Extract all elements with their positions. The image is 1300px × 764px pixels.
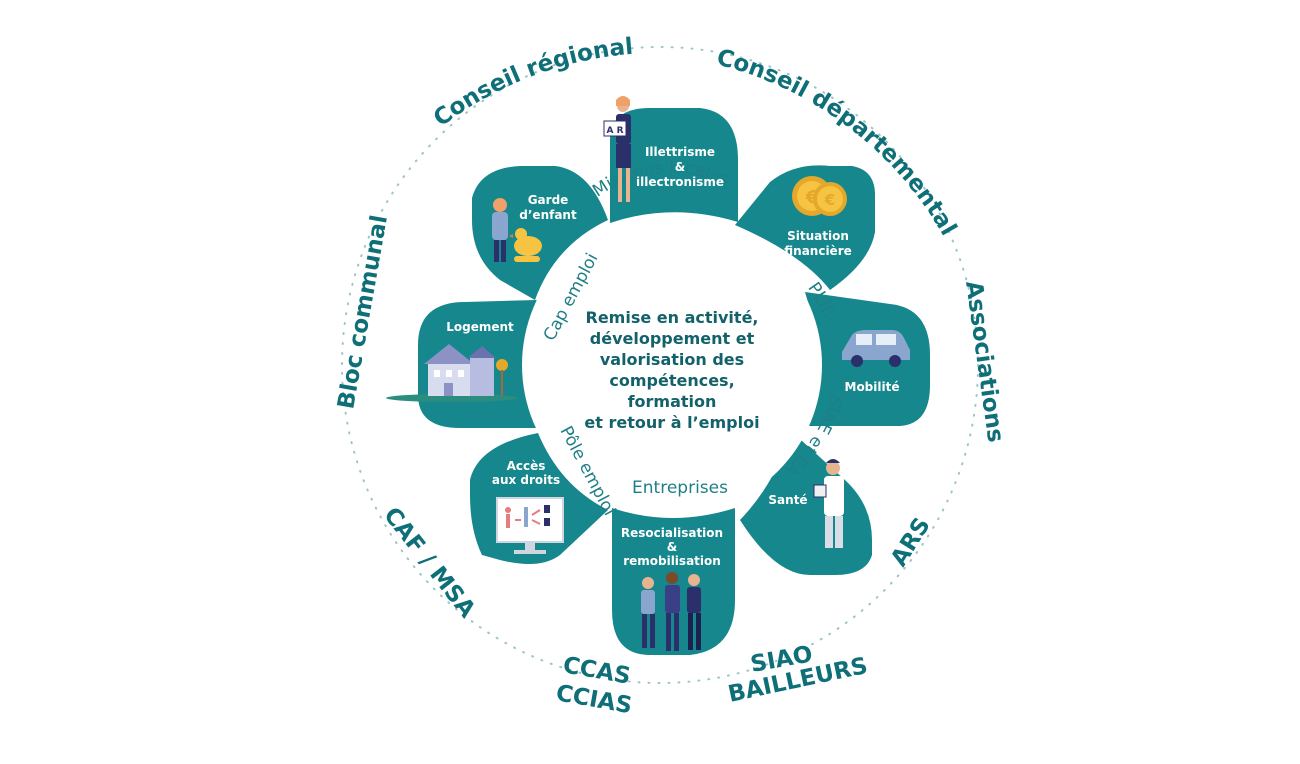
petal-label-garde-1: Garde [528,193,569,207]
petal-label-resocialisation-1: Resocialisation [621,526,723,540]
people-group-icon [641,572,701,651]
center-line-1: Remise en activité, [586,308,759,327]
petal-label-mobilite: Mobilité [845,380,900,394]
svg-text:A R: A R [606,126,623,136]
child-with-toy-icon [492,198,542,262]
svg-text:€: € [824,191,835,209]
petal-label-illettrisme-2: & [675,160,685,174]
center-line-6: et retour à l’emploi [584,413,759,432]
petal-garde [472,166,608,300]
petal-label-sante: Santé [768,493,807,507]
petal-label-situation-2: financière [784,244,852,258]
car-icon [842,330,910,367]
doctor-icon [813,459,844,548]
petal-label-garde-2: d’enfant [519,208,577,222]
teacher-icon: A R [603,96,631,202]
outer-label-caf-msa: CAF / MSA [378,503,480,623]
outer-dotted-ring [341,46,979,684]
petal-label-logement: Logement [446,320,514,334]
house-icon [386,344,518,402]
center-line-2: développement et [590,329,755,348]
inner-label-entreprises: Entreprises [632,478,728,498]
petal-label-acces-1: Accès [507,459,546,473]
petal-label-resocialisation-3: remobilisation [623,554,721,568]
outer-label-associations: Associations [960,279,1008,444]
petal-label-situation-1: Situation [787,229,849,243]
center-line-4: compétences, [609,371,734,390]
petal-label-illettrisme-1: Illettrisme [645,145,715,159]
petal-label-acces-2: aux droits [492,473,560,487]
center-line-5: formation [628,392,717,411]
outer-label-conseil-regional: Conseil régional [429,34,634,132]
center-title: Remise en activité, développement et val… [584,308,759,432]
petal-illettrisme [610,108,738,223]
inner-circle [522,215,822,515]
screen-icon [496,497,564,554]
coins-icon: € € [792,176,847,216]
center-line-3: valorisation des [600,350,744,369]
outer-label-bloc-communal: Bloc communal [333,213,393,411]
petal-label-resocialisation-2: & [667,540,677,554]
outer-label-ars: ARS [886,513,936,571]
petal-label-illettrisme-3: illectronisme [636,175,724,189]
